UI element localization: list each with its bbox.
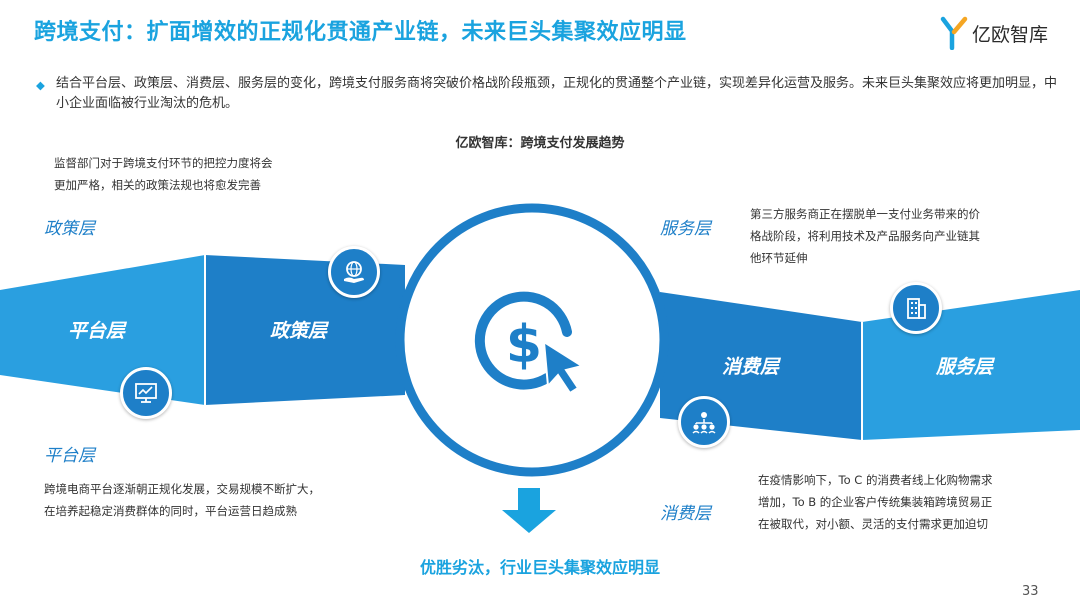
people-network-icon: [678, 396, 730, 448]
band-label-consumer: 消费层: [722, 356, 780, 378]
diamond-bullet-icon: ◆: [36, 78, 45, 92]
platform-note-line: 跨境电商平台逐渐朝正规化发展，交易规模不断扩大，: [44, 482, 320, 496]
consumer-note-line: 增加，To B 的企业客户传统集装箱跨境贸易正: [758, 495, 993, 509]
platform-note: 跨境电商平台逐渐朝正规化发展，交易规模不断扩大， 在培养起稳定消费群体的同时，平…: [44, 478, 320, 522]
policy-note-line: 更加严格，相关的政策法规也将愈发完善: [54, 178, 261, 192]
service-note-line: 他环节延伸: [750, 251, 808, 265]
band-label-service: 服务层: [936, 356, 994, 378]
band-label-policy: 政策层: [270, 320, 328, 342]
monitor-chart-icon: [120, 367, 172, 419]
service-layer-label: 服务层: [660, 219, 711, 239]
platform-note-line: 在培养起稳定消费群体的同时，平台运营日趋成熟: [44, 504, 297, 518]
policy-layer-label: 政策层: [44, 219, 95, 239]
diagram-subtitle: 亿欧智库：跨境支付发展趋势: [455, 136, 625, 151]
consumer-note-line: 在被取代，对小额、灵活的支付需求更加迫切: [758, 517, 988, 531]
consumer-note-line: 在疫情影响下，To C 的消费者线上化购物需求: [758, 473, 993, 487]
conclusion-text: 优胜劣汰，行业巨头集聚效应明显: [419, 558, 660, 577]
dollar-cursor-icon: $: [474, 291, 585, 395]
logo: 亿欧智库: [940, 16, 1048, 50]
logo-text: 亿欧智库: [972, 23, 1049, 46]
page-title: 跨境支付：扩面增效的正规化贯通产业链，未来巨头集聚效应明显: [34, 20, 687, 45]
logo-mark-icon: [940, 16, 968, 50]
globe-hand-icon: [328, 246, 380, 298]
platform-layer-label: 平台层: [44, 446, 95, 466]
service-note-line: 格战阶段，将利用技术及产品服务向产业链其: [750, 229, 980, 243]
intro-text: 结合平台层、政策层、消费层、服务层的变化，跨境支付服务商将突破价格战阶段瓶颈，正…: [56, 76, 1058, 111]
consumer-note: 在疫情影响下，To C 的消费者线上化购物需求 增加，To B 的企业客户传统集…: [758, 469, 992, 535]
service-note-line: 第三方服务商正在摆脱单一支付业务带来的价: [750, 207, 980, 221]
service-note: 第三方服务商正在摆脱单一支付业务带来的价 格战阶段，将利用技术及产品服务向产业链…: [750, 203, 980, 269]
svg-text:$: $: [506, 315, 542, 375]
policy-note-line: 监督部门对于跨境支付环节的把控力度将会: [54, 156, 273, 170]
down-arrow-icon: [502, 488, 556, 533]
policy-note: 监督部门对于跨境支付环节的把控力度将会 更加严格，相关的政策法规也将愈发完善: [54, 152, 273, 196]
consumer-layer-label: 消费层: [660, 504, 711, 524]
building-icon: [890, 282, 942, 334]
band-label-platform: 平台层: [68, 320, 126, 342]
page-number: 33: [1022, 584, 1039, 599]
center-ring: [395, 203, 669, 477]
